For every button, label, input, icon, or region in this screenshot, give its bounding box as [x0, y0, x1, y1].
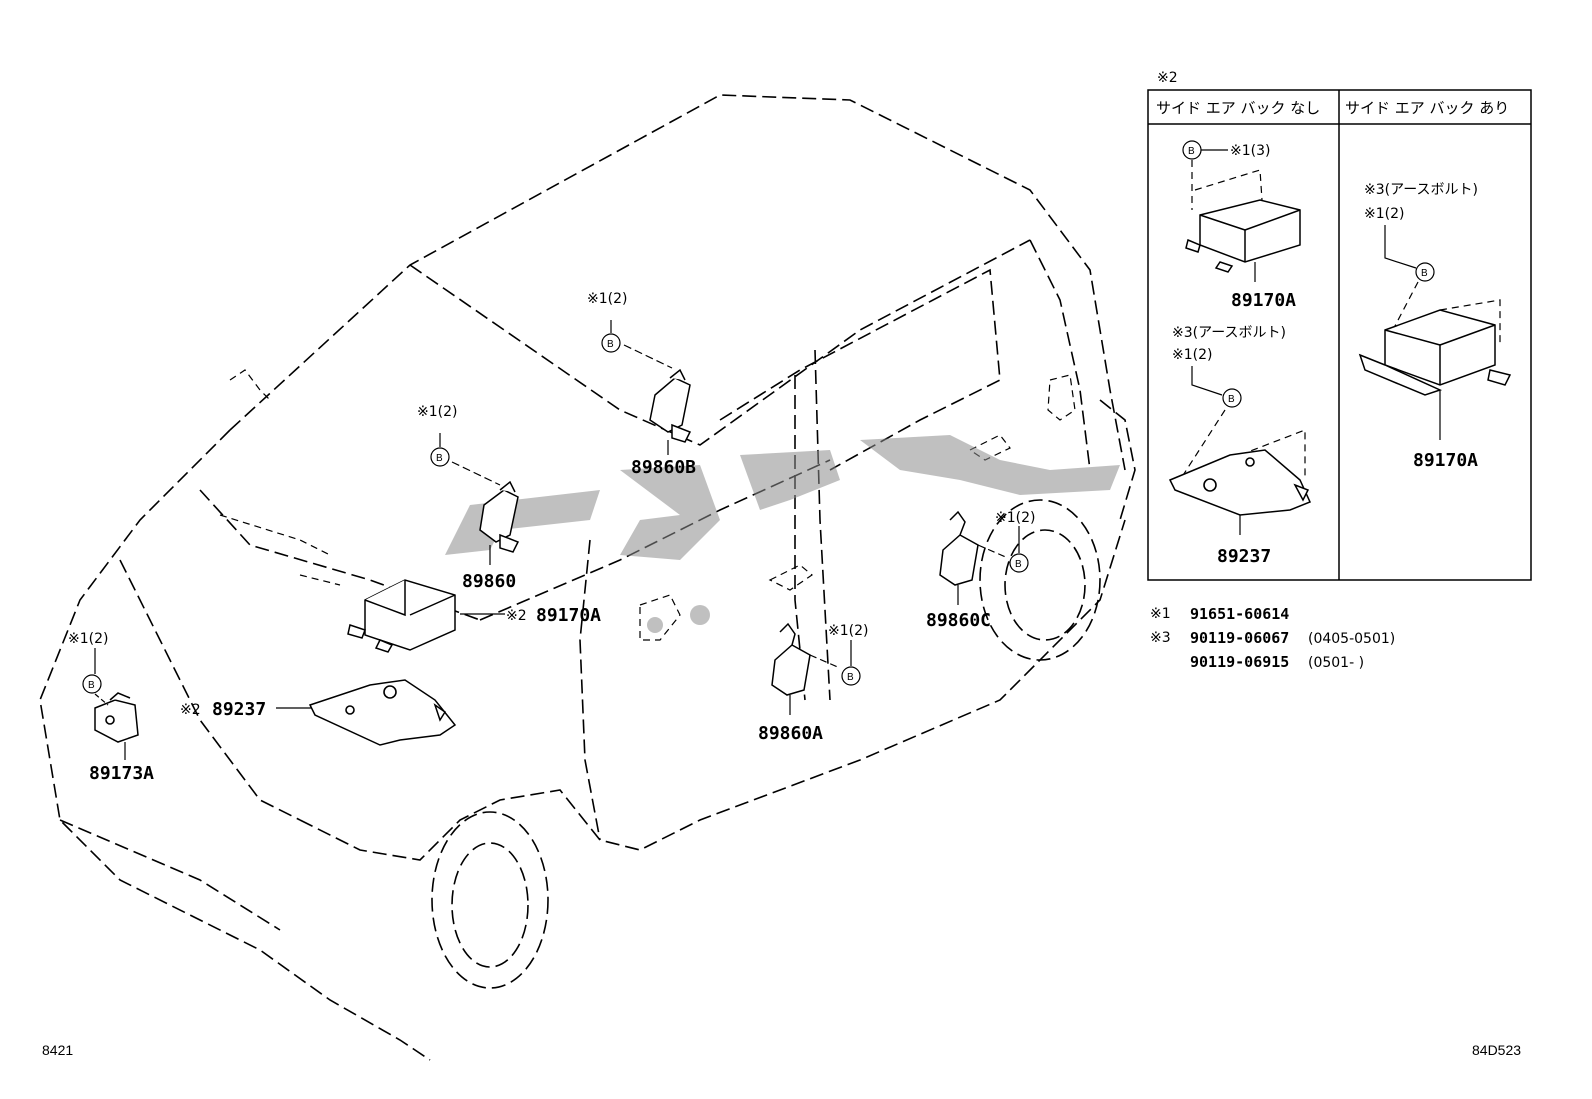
inset-table: ※2 サイド エア バック なし サイド エア バック あり B ※1(3) 8…: [1147, 70, 1532, 581]
footnote-2-range: (0405-0501): [1308, 631, 1395, 647]
bolt-b-icon: [430, 447, 450, 467]
inset-note-1-2-left: ※1(2): [1172, 347, 1212, 363]
part-89860b: [610, 320, 692, 455]
label-89860: 89860: [462, 571, 516, 592]
inset-right-part: 89170A: [1413, 450, 1478, 471]
bolt-label: B: [436, 453, 443, 464]
part-89860a: [771, 622, 852, 715]
inset-col-left: サイド エア バック なし: [1156, 99, 1320, 117]
footnotes: ※1 91651-60614 ※3 90119-06067 (0405-0501…: [1150, 605, 1395, 671]
bolt-b-icon: [601, 333, 621, 353]
bolt-b-icon: [1415, 262, 1435, 282]
inset-note-1-3: ※1(3): [1230, 143, 1270, 159]
bolt-label: B: [1188, 146, 1195, 157]
footnote-1-mark: ※1: [1150, 606, 1171, 622]
note-89860a: ※1(2): [828, 623, 868, 639]
part-89860: [439, 433, 520, 565]
bolt-b-icon: [1222, 388, 1242, 408]
note-89237: ※2: [180, 702, 201, 718]
bolt-label: B: [607, 339, 614, 350]
bolt-b-icon: [82, 674, 102, 694]
vehicle-outline: [39, 94, 1136, 1061]
bolt-label: B: [847, 672, 854, 683]
label-89237: 89237: [212, 699, 266, 720]
label-89173a: 89173A: [89, 763, 154, 784]
footnote-2-code: 90119-06067: [1190, 629, 1289, 647]
footnote-2-mark: ※3: [1150, 630, 1171, 646]
inset-note-earth-right: ※3(アースボルト): [1364, 182, 1478, 198]
inset-left-part-a: 89170A: [1231, 290, 1296, 311]
label-89860b: 89860B: [631, 457, 696, 478]
part-89170a: [347, 579, 505, 653]
page-code: 84D523: [1472, 1042, 1521, 1058]
label-89170a: 89170A: [536, 605, 601, 626]
bolt-label: B: [1228, 394, 1235, 405]
note-89170a: ※2: [506, 608, 527, 624]
label-89860a: 89860A: [758, 723, 823, 744]
inset-heading: ※2: [1157, 70, 1178, 86]
inset-left-part-b: 89237: [1217, 546, 1271, 567]
bolt-b-icon: [1009, 553, 1029, 573]
drawing-number: 8421: [42, 1042, 73, 1058]
label-89860c: 89860C: [926, 610, 991, 631]
footnote-3-range: (0501- ): [1308, 655, 1364, 671]
bolt-b-icon: [841, 666, 861, 686]
note-89860c: ※1(2): [995, 510, 1035, 526]
inset-note-earth-left: ※3(アースボルト): [1172, 325, 1286, 341]
footnote-3-code: 90119-06915: [1190, 653, 1289, 671]
note-89860: ※1(2): [417, 404, 457, 420]
inset-col-right: サイド エア バック あり: [1345, 99, 1509, 117]
note-89173a: ※1(2): [68, 631, 108, 647]
bolt-label: B: [88, 680, 95, 691]
bolt-label: B: [1421, 268, 1428, 279]
bolt-label: B: [1015, 559, 1022, 570]
part-89237: [276, 679, 457, 746]
note-89860b: ※1(2): [587, 291, 627, 307]
part-89860c: [939, 510, 1020, 605]
inset-note-1-2-right: ※1(2): [1364, 206, 1404, 222]
part-89173a: [94, 648, 139, 760]
footnote-1-code: 91651-60614: [1190, 605, 1289, 623]
